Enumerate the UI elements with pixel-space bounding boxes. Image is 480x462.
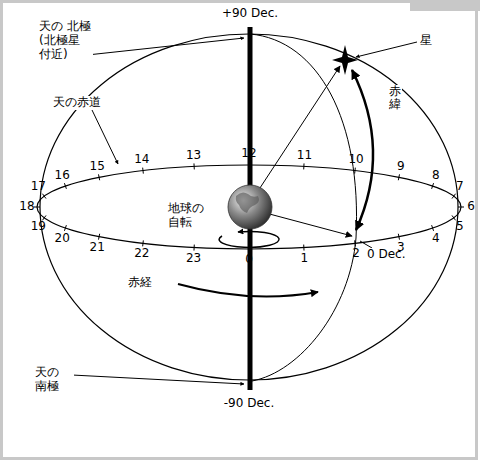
hour-number: 0 [244,253,254,267]
hour-number: 18 [18,200,35,214]
hour-number: 10 [347,153,364,167]
hour-number: 6 [466,200,476,214]
hour-number: 1 [300,252,310,266]
equator-vector [262,212,352,236]
leader-line [360,241,372,248]
hour-tick [398,234,399,240]
hour-number: 20 [54,232,71,246]
pole-label: 天の 北極 (北極星 付近) [38,20,93,61]
hour-number: 7 [455,180,465,194]
hour-number: 2 [351,247,361,261]
hour-tick [42,194,46,199]
hour-number: 9 [396,160,406,174]
hour-tick [398,174,399,180]
hour-number: 21 [89,241,106,255]
declination-label: 赤緯 [388,85,402,111]
hour-number: 5 [455,220,465,234]
hour-number: 3 [396,241,406,255]
earth-continent [236,192,259,213]
right-ascension-label: 赤経 [127,276,153,290]
hour-tick [432,225,434,231]
declination-arc [352,70,373,230]
leader-line [72,375,244,384]
declination-value: -90 Dec. [223,397,275,411]
right-ascension-arc [178,284,318,297]
declination-value: +90 Dec. [221,7,279,21]
hour-tick [458,207,464,208]
hour-tick [34,207,40,208]
hour-tick [303,245,304,251]
hour-number: 23 [185,252,202,266]
hour-number: 14 [133,153,150,167]
hour-number: 4 [431,232,441,246]
hour-tick [452,194,456,199]
hour-number: 8 [431,169,441,183]
hour-number: 11 [296,149,313,163]
hour-tick [142,168,144,174]
rotation-arrow [219,231,279,247]
hour-tick [354,168,356,174]
star-vector [256,66,340,194]
hour-tick [452,215,456,220]
hour-tick [99,234,100,240]
pole-label: 天の 南極 [34,366,74,394]
star-symbol [332,45,358,75]
leader-line [356,42,417,57]
hour-tick [432,183,434,189]
leader-line [92,110,118,164]
hour-number: 19 [30,220,47,234]
hour-number: 16 [54,169,71,183]
hour-tick [99,174,100,180]
hour-tick [64,183,66,189]
hour-tick [193,163,194,169]
equator-label: 天の赤道 [52,96,102,110]
hour-tick [142,240,144,246]
frame-tab [410,0,480,11]
rotation-label: 地球の 自転 [167,202,212,230]
hour-number: 17 [30,180,47,194]
hour-number: 12 [240,147,257,161]
hour-tick [193,245,194,251]
hour-tick [303,163,304,169]
earth-globe [228,185,272,229]
hour-number: 13 [185,149,202,163]
frame [2,2,477,459]
hour-tick [354,240,356,246]
hour-tick [64,225,66,231]
hour-number: 22 [133,247,150,261]
star-label: 星 [419,34,433,48]
leader-line [78,38,244,56]
hour-number: 15 [89,160,106,174]
